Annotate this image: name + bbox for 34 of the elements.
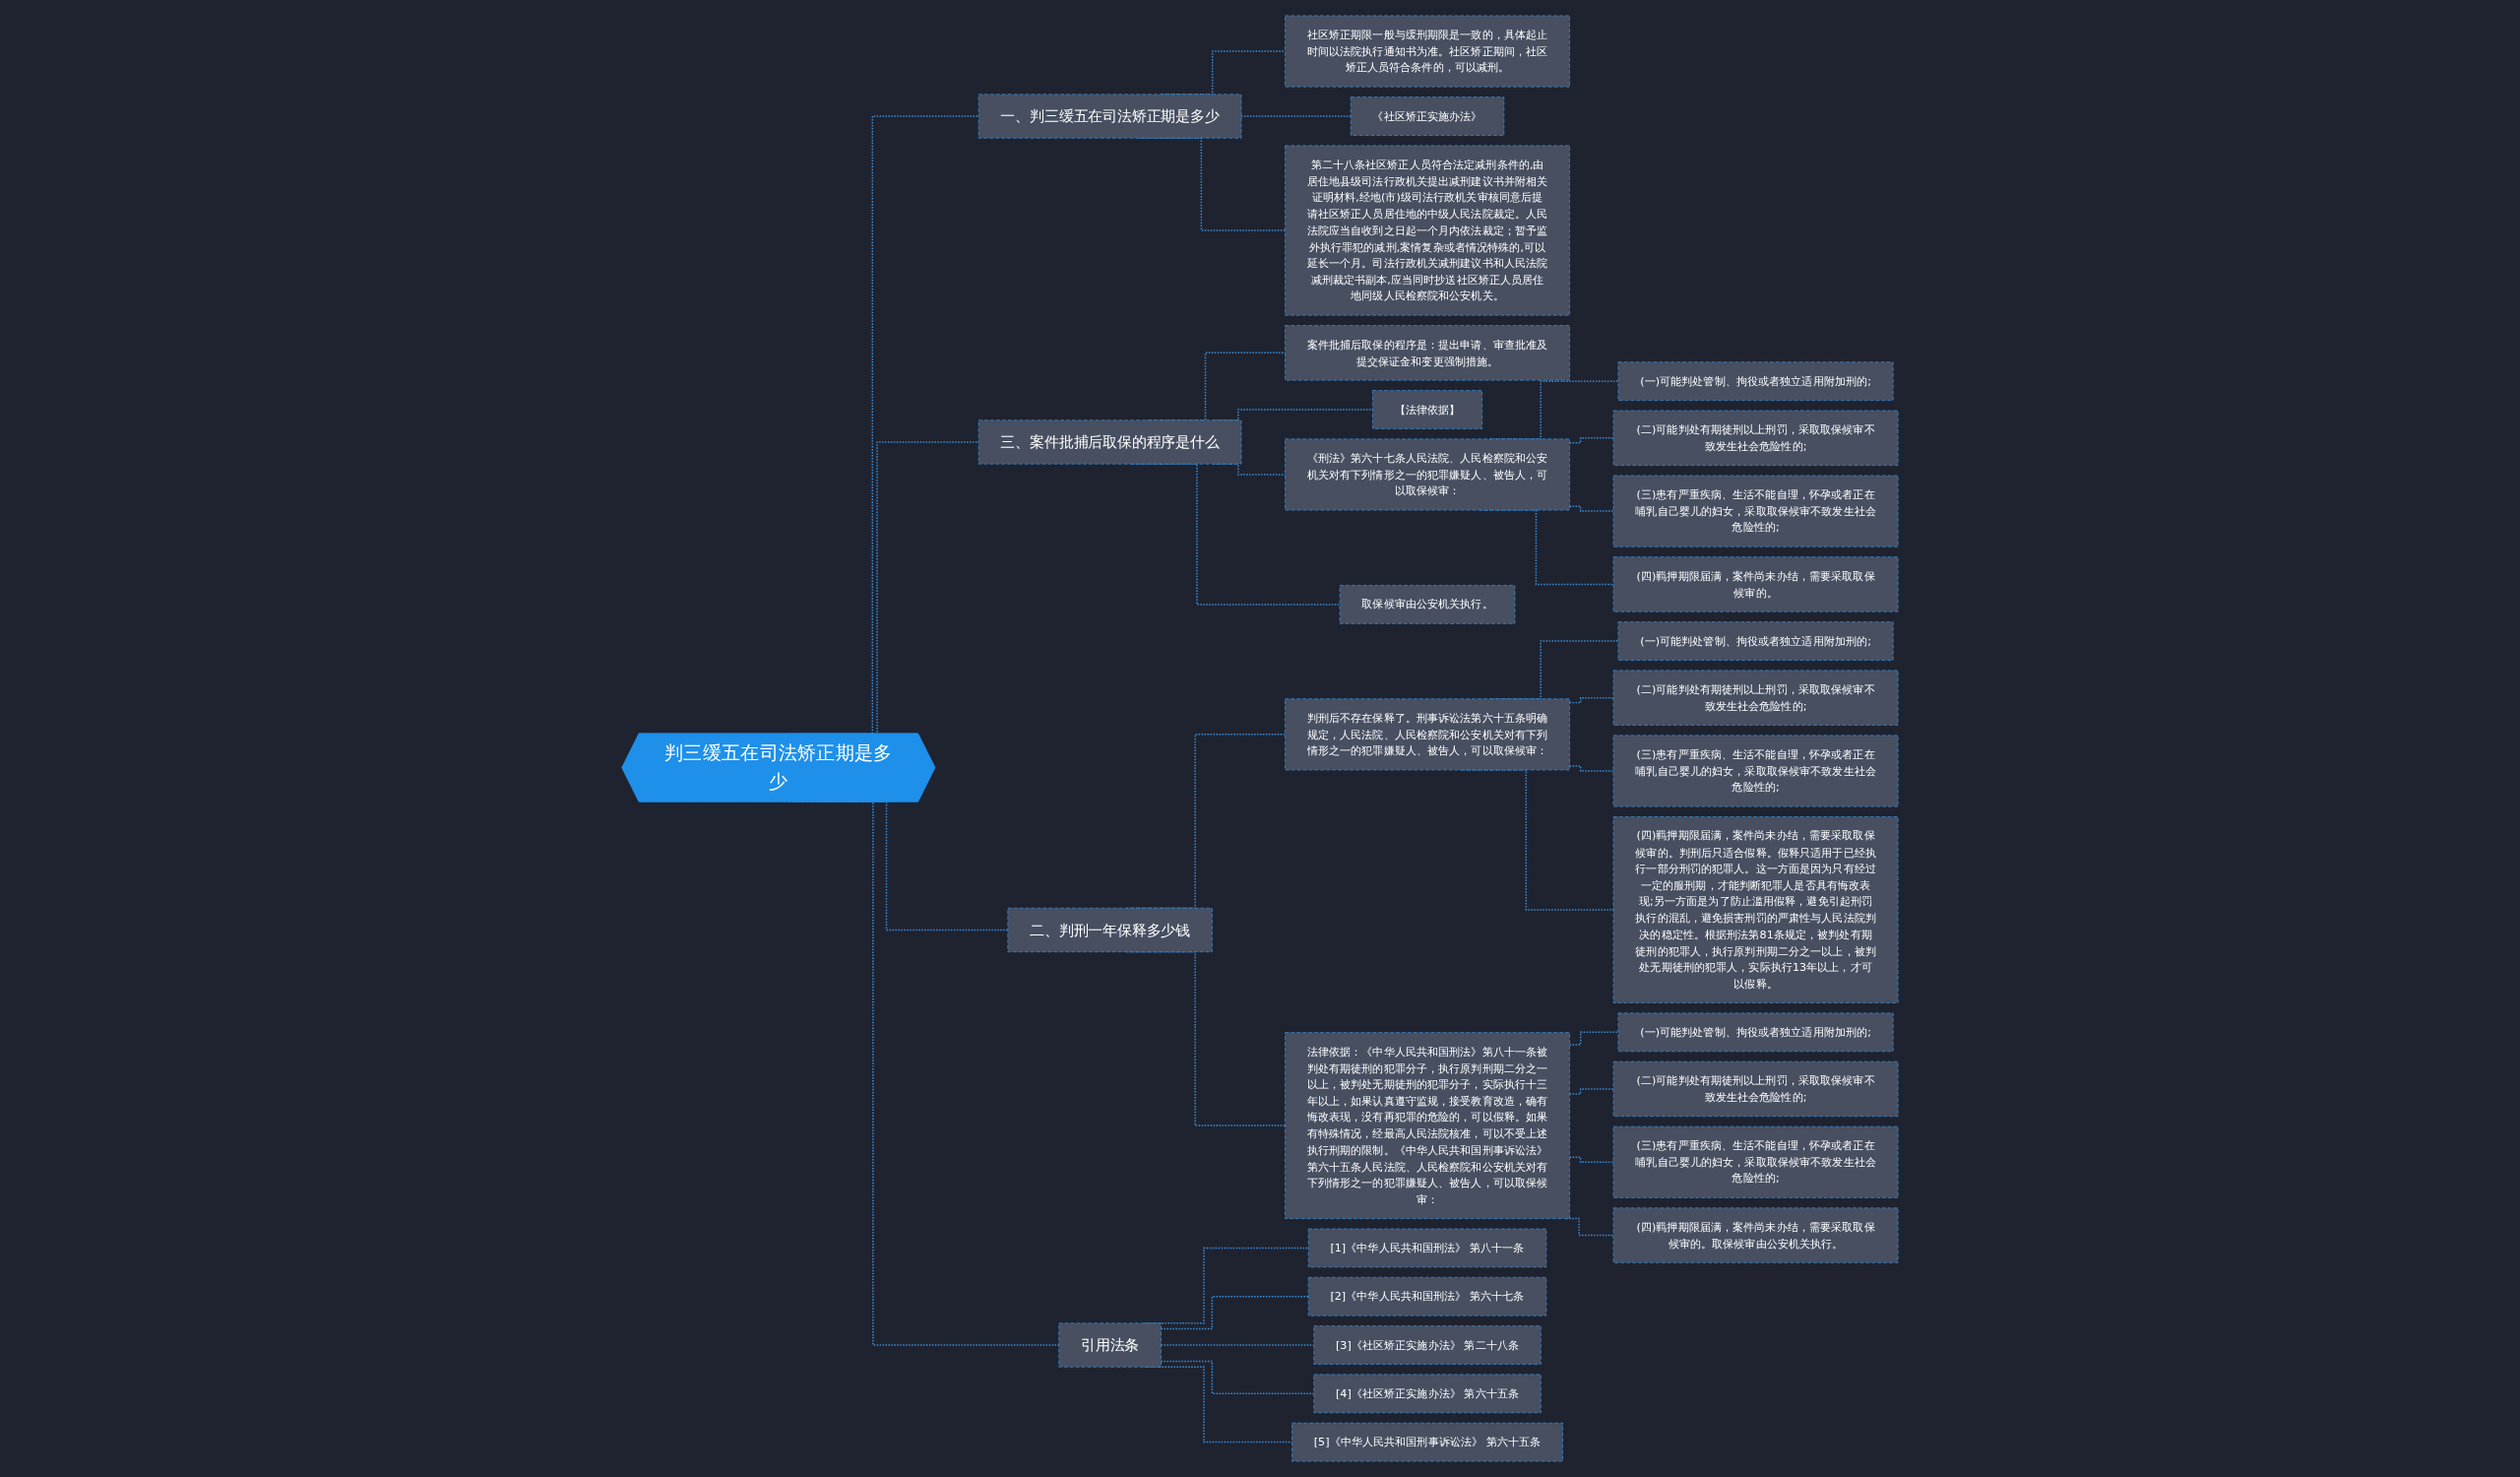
node-box: 第二十八条社区矫正人员符合法定减刑条件的,由居住地县级司法行政机关提出减刑建议书并附相关证明材料,经地(市)级司法行政机关审核同意后提请社区矫正人员居住地的中级人民法院裁定。人民法院应当自收到之日起一个月内依法裁定；暂予监外执行罪犯的减刑,案情复杂或者情况特殊的,可以延长一个月。司法行政机关减刑建议书和人民法院减刑裁定书副本,应当同时抄送社区矫正人员居住地同级人民检察院和公安机关。 [1285,145,1570,316]
node-box: (一)可能判处管制、拘役或者独立适用附加刑的; [1617,621,1894,661]
node-box: [2]《中华人民共和国刑法》 第六十七条 [1307,1276,1547,1316]
connector [1568,505,1614,512]
node-box: (二)可能判处有期徒刑以上刑罚，采取取保候审不致发生社会危险性的; [1612,410,1899,466]
node-box: 【法律依据】 [1372,390,1482,429]
node-box: 判刑后不存在保释了。刑事诉讼法第六十五条明确规定，人民法院、人民检察院和公安机关对有下列情形之一的犯罪嫌疑人、被告人，可以取保候审： [1285,698,1570,771]
node-box: (二)可能判处有期徒刑以上刑罚，采取取保候审不致发生社会危险性的; [1612,1060,1899,1118]
node-box: (三)患有严重疾病、生活不能自理，怀孕或者正在哺乳自己婴儿的妇女，采取取保候审不致发生社会危险性的; [1612,1125,1899,1198]
node-box: (四)羁押期限届满，案件尚未办结，需要采取取保候审的。取保候审由公安机关执行。 [1612,1207,1899,1263]
node-box: (三)患有严重疾病、生活不能自理，怀孕或者正在哺乳自己婴儿的妇女，采取取保候审不致发生社会危险性的; [1612,735,1899,807]
node-box: (一)可能判处管制、拘役或者独立适用附加刑的; [1617,361,1894,401]
node-box: 《社区矫正实施办法》 [1350,96,1505,136]
node-box: 取保候审由公安机关执行。 [1339,585,1516,624]
node-box: (四)羁押期限届满，案件尚未办结，需要采取取保候审的。 [1612,556,1899,612]
node-box: [4]《社区矫正实施办法》 第六十五条 [1313,1374,1542,1414]
node-box: 法律依据：《中华人民共和国刑法》第八十一条被判处有期徒刑的犯罪分子，执行原判刑期二分之一以上，被判处无期徒刑的犯罪分子，实际执行十三年以上，如果认真遵守监规，接受教育改造，确有悔改表现，没有再犯罪的危险的，可以假释。如果有特殊情况，经最高人民法院核准，可以不受上述执行刑期的限制。《中华人民共和国刑事诉讼法》第六十五条人民法院、人民检察院和公安机关对有下列情形之一的犯罪嫌疑人、被告人，可以取保候审： [1285,1032,1570,1219]
node-box: 案件批捕后取保的程序是：提出申请、审查批准及提交保证金和变更强制措施。 [1285,325,1570,381]
connector [1568,696,1614,704]
node-box: (一)可能判处管制、拘役或者独立适用附加刑的; [1617,1012,1894,1053]
node-box: 一、判三缓五在司法矫正期是多少 [977,94,1242,139]
node-box: [1]《中华人民共和国刑法》 第八十一条 [1307,1228,1547,1268]
node-box: (四)羁押期限届满，案件尚未办结，需要采取取保候审的。判刑后只适合假释。假释只适用于已经执行一部分刑罚的犯罪人。这一方面是因为只有经过一定的服刑期，才能判断犯罪人是否具有悔改表现;另一方面是为了防止滥用假释，避免引起刑罚执行的混乱，避免损害刑罚的严肃性与人民法院判决的稳定性。根据刑法第81条规定，被判处有期徒刑的犯罪人，执行原判刑期二分之一以上，被判处无期徒刑的犯罪人，实际执行13年以上，才可以假释。 [1612,816,1899,1003]
connector [1568,1156,1614,1163]
node-box: [3]《社区矫正实施办法》 第二十八条 [1313,1325,1542,1365]
node-box: 三、案件批捕后取保的程序是什么 [977,419,1242,465]
node-box: (二)可能判处有期徒刑以上刑罚，采取取保候审不致发生社会危险性的; [1612,670,1899,726]
node-box: 二、判刑一年保释多少钱 [1007,907,1213,953]
node-box: 社区矫正期限一般与缓刑期限是一致的，具体起止时间以法院执行通知书为准。社区矫正期间，社区矫正人员符合条件的，可以减刑。 [1285,15,1570,88]
node-box: 《刑法》第六十七条人民法院、人民检察院和公安机关对有下列情形之一的犯罪嫌疑人、被告人，可以取保候审： [1285,438,1570,511]
node-box: [5]《中华人民共和国刑事诉讼法》 第六十五条 [1292,1422,1563,1462]
connector [1568,437,1614,444]
node-box: (三)患有严重疾病、生活不能自理，怀孕或者正在哺乳自己婴儿的妇女，采取取保候审不致发生社会危险性的; [1612,475,1899,547]
node-box: 引用法条 [1058,1322,1162,1368]
